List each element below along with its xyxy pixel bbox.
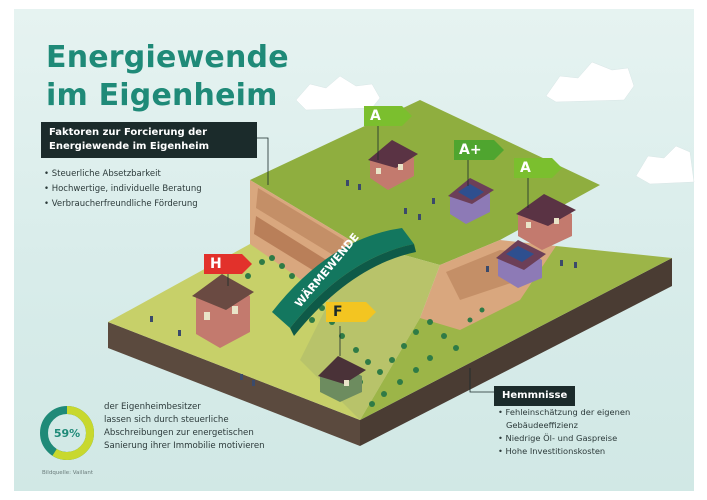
people: [150, 180, 577, 386]
statistic-line: der Eigenheimbesitzer: [104, 402, 201, 412]
obstacle-item: Niedrige Öl- und Gaspreise: [498, 432, 630, 445]
house-old: [192, 274, 254, 348]
house-small: [318, 356, 366, 402]
percentage-donut: 59%: [40, 406, 94, 460]
energy-label-a-right-text: A: [520, 160, 531, 176]
house-solar-right: [496, 240, 546, 288]
cloud-right-bottom: [635, 145, 695, 185]
percentage-arc: [40, 406, 94, 460]
energy-label-a-plus-text: A+: [459, 142, 482, 158]
energy-label-a-plus: [454, 140, 504, 186]
cloud-left: [295, 75, 381, 111]
energy-label-a-top: [364, 106, 412, 160]
energy-label-h-text: H: [210, 256, 222, 272]
page-title-line2: im Eigenheim: [46, 78, 278, 113]
energy-label-h: [204, 254, 252, 274]
statistic-line: lassen sich durch steuerliche: [104, 415, 229, 425]
energy-label-a-top-text: A: [370, 108, 381, 124]
obstacle-item: Fehleinschätzung der eigenen: [498, 406, 631, 419]
house-top: [368, 140, 418, 190]
factors-list: Steuerliche Absetzbarkeit Hochwertige, i…: [44, 167, 202, 212]
house-right: [516, 194, 576, 250]
house-solar: [448, 178, 494, 224]
cloud-right-top: [545, 61, 635, 103]
energy-label-f-text: F: [333, 304, 343, 320]
statistic-text: der Eigenheimbesitzer lassen sich durch …: [104, 401, 265, 453]
energy-label-f: [326, 302, 376, 322]
statistic-line: Sanierung ihrer Immobilie motivieren: [104, 441, 265, 451]
obstacle-item-continued: Gebäudeeffizienz: [506, 420, 579, 430]
obstacles-list: Fehleinschätzung der eigenen Gebäudeeffi…: [498, 406, 631, 458]
obstacle-item: Hohe Investitionskosten: [498, 445, 630, 458]
statistic-line: Abschreibungen zur energetischen: [104, 428, 254, 438]
factors-heading: Faktoren zur Forcierung der Energiewende…: [41, 122, 257, 158]
factors-heading-line1: Faktoren zur Forcierung der: [49, 127, 208, 138]
energy-label-a-right: [514, 158, 562, 208]
image-source: Bildquelle: Vaillant: [42, 470, 94, 476]
factors-heading-line2: Energiewende im Eigenheim: [49, 141, 209, 152]
obstacles-heading: Hemmnisse: [494, 386, 576, 406]
factor-item: Hochwertige, individuelle Beratung: [44, 182, 202, 197]
factor-item: Steuerliche Absetzbarkeit: [44, 167, 202, 182]
percentage-label: 59%: [54, 427, 80, 440]
factor-item: Verbraucherfreundliche Förderung: [44, 197, 202, 212]
forest: [245, 255, 485, 407]
page-title-line1: Energiewende: [46, 40, 289, 75]
